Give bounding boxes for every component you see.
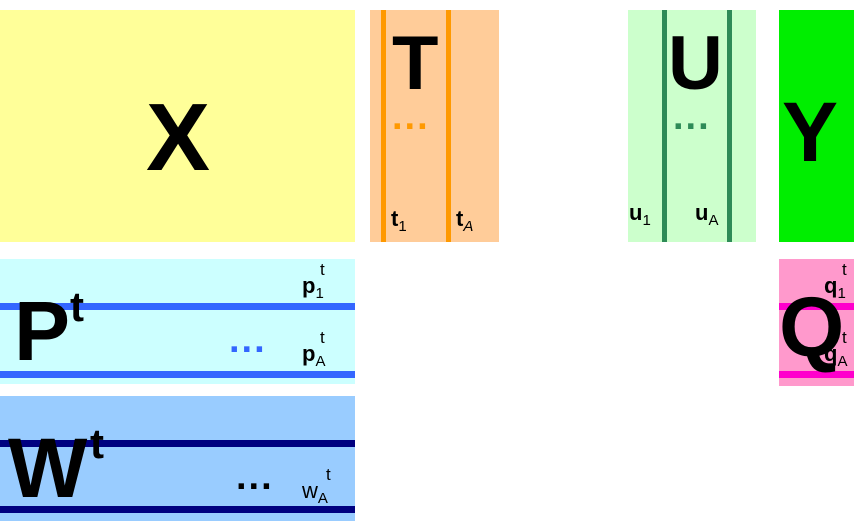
matrix-u-label: U	[668, 21, 723, 106]
matrix-t-column-a-line	[446, 10, 451, 242]
matrix-q-row-1-letter: q	[824, 273, 838, 298]
matrix-w-label: W	[8, 421, 88, 515]
matrix-y-label: Y	[782, 85, 839, 179]
matrix-u: U ... u1 uA	[628, 10, 756, 242]
matrix-p-row-a-letter: p	[302, 341, 316, 366]
matrix-p-row-1-letter: p	[302, 273, 316, 298]
matrix-t-column-a-subscript: A	[463, 218, 474, 235]
matrix-t-column-a-letter: t	[456, 206, 464, 231]
matrix-u-column-1-subscript: 1	[642, 212, 651, 229]
matrix-q-row-1-label: q1	[824, 273, 846, 302]
matrix-q-row-1-superscript: t	[842, 260, 847, 279]
matrix-w-transpose: W t ... t wA	[0, 396, 355, 521]
matrix-w-label-superscript: t	[90, 420, 104, 467]
matrix-u-column-a-line	[727, 10, 732, 242]
matrix-q-label: Q	[779, 280, 845, 374]
matrix-t-column-a-label: tA	[456, 206, 473, 235]
matrix-t-column-1-label: t1	[391, 206, 407, 235]
matrix-p-row-a-label: pA	[302, 341, 325, 370]
matrix-p-row-1-line	[0, 303, 355, 310]
matrix-w-ellipsis: ...	[236, 456, 274, 498]
matrix-p-row-1-subscript: 1	[315, 285, 324, 302]
matrix-q-row-a-subscript: A	[837, 353, 848, 370]
matrix-w-row-a-line	[0, 506, 355, 513]
matrix-q-row-1-subscript: 1	[837, 285, 846, 302]
matrix-p-transpose: P t ... t p1 t pA	[0, 259, 355, 384]
matrix-p-row-a-line	[0, 371, 355, 378]
matrix-t-column-1-letter: t	[391, 206, 399, 231]
matrix-q-row-a-line	[779, 371, 854, 378]
matrix-p-ellipsis: ...	[229, 319, 267, 361]
matrix-p-row-a-subscript: A	[315, 353, 326, 370]
matrix-w-row-1-line	[0, 440, 355, 447]
matrix-u-column-1-label: u1	[629, 200, 651, 229]
matrix-t-ellipsis: ...	[392, 96, 430, 138]
matrix-u-column-a-label: uA	[695, 200, 718, 229]
matrix-w-row-a-label: wA	[302, 478, 328, 507]
matrix-y: Y	[779, 10, 854, 242]
matrix-t-column-1-line	[381, 10, 386, 242]
matrix-u-ellipsis: ...	[673, 96, 711, 138]
matrix-p-row-1-superscript: t	[320, 260, 325, 279]
matrix-u-column-1-line	[662, 10, 667, 242]
matrix-p-row-1-label: p1	[302, 273, 324, 302]
matrix-q-row-a-superscript: t	[842, 328, 847, 347]
matrix-u-column-a-letter: u	[695, 200, 709, 225]
matrix-q: t q1 t qA Q	[779, 259, 854, 386]
matrix-x-label: X	[146, 84, 211, 191]
matrix-u-column-a-subscript: A	[708, 212, 719, 229]
matrix-t: T ... t1 tA	[370, 10, 499, 242]
matrix-t-column-1-subscript: 1	[398, 218, 407, 235]
matrix-t-label: T	[392, 21, 439, 106]
matrix-w-row-a-superscript: t	[326, 465, 331, 484]
matrix-p-label-superscript: t	[70, 283, 84, 330]
matrix-x: X	[0, 10, 355, 242]
matrix-p-label: P	[14, 284, 71, 378]
matrix-q-row-a-label: qA	[824, 341, 847, 370]
matrix-u-column-1-letter: u	[629, 200, 643, 225]
matrix-w-row-a-letter: w	[302, 478, 318, 503]
matrix-p-row-a-superscript: t	[320, 328, 325, 347]
matrix-q-row-1-line	[779, 303, 854, 310]
matrix-w-row-a-subscript: A	[317, 490, 328, 507]
matrix-q-row-a-letter: q	[824, 341, 838, 366]
